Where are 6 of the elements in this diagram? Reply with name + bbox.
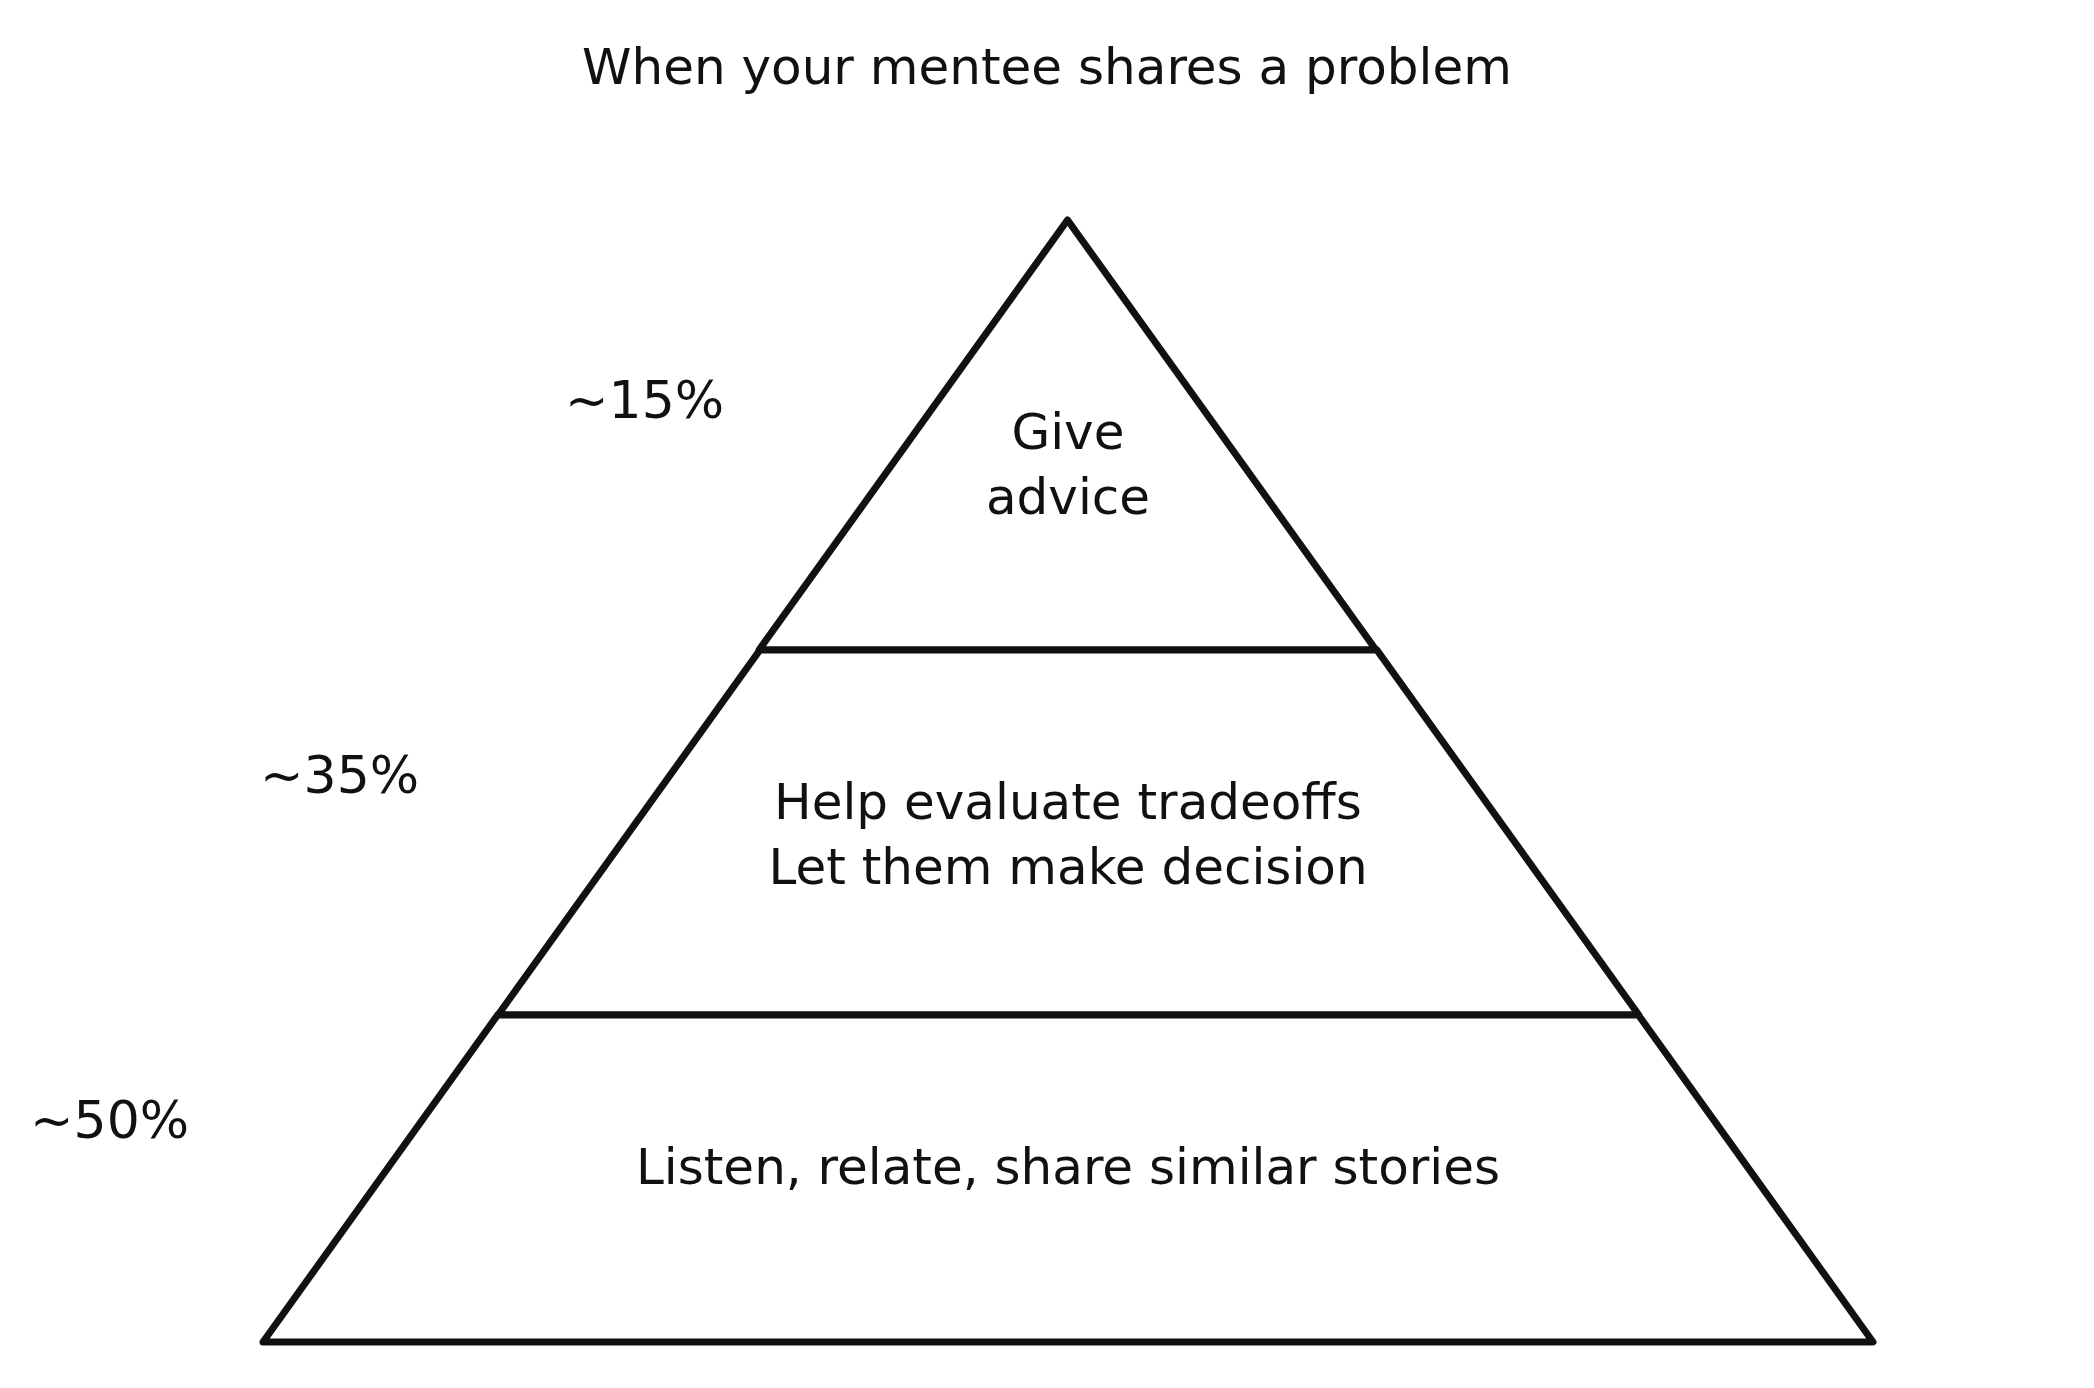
percentage-label: ~50% <box>30 1090 190 1150</box>
tier-label: Help evaluate tradeoffs <box>774 772 1362 833</box>
tier-label: Let them make decision <box>768 837 1368 898</box>
diagram-title: When your mentee shares a problem <box>582 38 1512 96</box>
percentage-label: ~35% <box>260 745 420 805</box>
percentage-label: ~15% <box>565 370 725 430</box>
